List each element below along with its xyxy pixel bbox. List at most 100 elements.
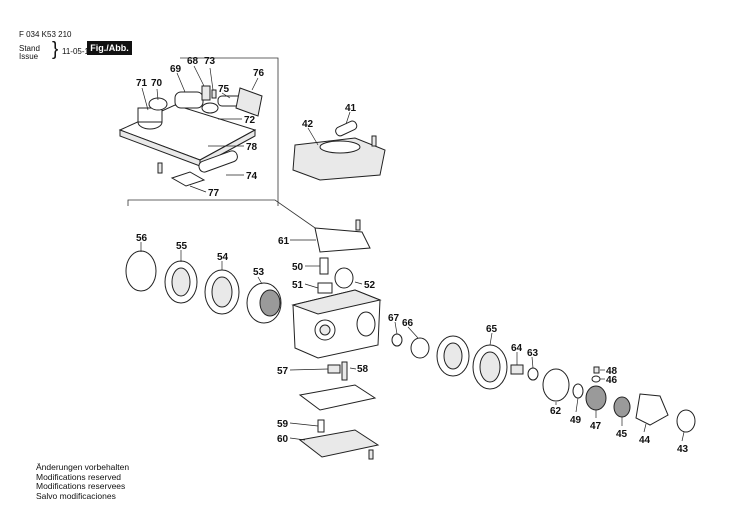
bracket-51 xyxy=(317,282,333,294)
pin-58 xyxy=(341,361,348,381)
disc-62 xyxy=(542,368,570,402)
housing-top-face xyxy=(291,289,382,315)
callout-77: 77 xyxy=(208,188,220,199)
issue-date: 11-05-19 xyxy=(62,47,94,56)
small-screw xyxy=(157,162,163,174)
callout-48: 48 xyxy=(606,366,618,377)
callout-64: 64 xyxy=(511,343,523,354)
ring-52 xyxy=(334,267,354,289)
holder-screw xyxy=(355,219,361,231)
pin-50 xyxy=(319,257,329,275)
note-english: Modifications reserved xyxy=(36,471,122,482)
cover-screw xyxy=(371,135,377,147)
callout-41: 41 xyxy=(345,103,357,114)
plate-58 xyxy=(298,384,377,411)
spring-46 xyxy=(591,375,601,383)
ring-56 xyxy=(125,250,157,292)
note-french: Modifications reservees xyxy=(36,481,126,492)
bracket-44 xyxy=(635,393,669,426)
callout-78: 78 xyxy=(246,142,258,153)
figure-badge: Fig./Abb. 4 xyxy=(87,41,132,67)
callout-55: 55 xyxy=(176,241,188,252)
callout-51: 51 xyxy=(292,280,304,291)
callout-52: 52 xyxy=(364,280,376,291)
callout-72: 72 xyxy=(244,115,256,126)
callout-47: 47 xyxy=(590,421,602,432)
callout-63: 63 xyxy=(527,348,539,359)
laser-module-72 xyxy=(201,102,219,114)
left-optics-group xyxy=(125,250,282,324)
callout-61: 61 xyxy=(278,236,290,247)
top-cover-recess xyxy=(319,140,361,154)
callout-58: 58 xyxy=(357,364,369,375)
callout-69: 69 xyxy=(170,64,182,75)
housing-side-port xyxy=(356,311,376,337)
screw-73 xyxy=(211,89,217,99)
callout-71: 71 xyxy=(136,78,148,89)
clip-77 xyxy=(170,171,206,187)
callout-49: 49 xyxy=(570,415,582,426)
ring-part-inner xyxy=(443,342,463,370)
callout-56: 56 xyxy=(136,233,148,244)
callout-68: 68 xyxy=(187,56,199,67)
callout-70: 70 xyxy=(151,78,163,89)
callout-62: 62 xyxy=(550,406,562,417)
callout-60: 60 xyxy=(277,434,289,445)
bubble-vial-41 xyxy=(335,120,358,137)
gear-ring-65-inner xyxy=(479,351,501,383)
lens-66 xyxy=(410,337,430,359)
leader-lines xyxy=(140,65,685,442)
top-cover-42 xyxy=(292,137,386,181)
callout-57: 57 xyxy=(277,366,289,377)
screw-48 xyxy=(593,366,600,374)
callout-59: 59 xyxy=(277,419,289,430)
footer-notes: Änderungen vorbehalten Modifications res… xyxy=(36,462,130,501)
callout-43: 43 xyxy=(677,444,689,455)
washer-67 xyxy=(391,333,403,347)
clip-57 xyxy=(327,364,341,374)
laser-module-71-body xyxy=(137,107,163,123)
callout-65: 65 xyxy=(486,324,498,335)
housing-port-inner xyxy=(319,324,331,336)
pin-59 xyxy=(317,419,325,433)
callout-44: 44 xyxy=(639,435,651,446)
inset-frame xyxy=(127,57,319,231)
note-spanish: Salvo modificaciones xyxy=(36,490,116,501)
laser-module-69 xyxy=(174,91,204,109)
stand-label: Stand xyxy=(19,44,40,53)
callout-66: 66 xyxy=(402,318,414,329)
callout-74: 74 xyxy=(246,171,258,182)
plate-screw xyxy=(368,449,374,460)
issue-label: Issue xyxy=(19,52,39,61)
clip-64 xyxy=(510,364,524,375)
callout-67: 67 xyxy=(388,313,400,324)
callout-42: 42 xyxy=(302,119,314,130)
washer-63 xyxy=(527,367,539,381)
laser-tube-74 xyxy=(198,150,238,173)
callout-75: 75 xyxy=(218,84,230,95)
brace-glyph: } xyxy=(52,39,59,60)
document-number: F 034 K53 210 xyxy=(19,30,72,39)
gear-45 xyxy=(613,396,631,418)
callout-46: 46 xyxy=(606,375,618,386)
laser-board-assembly xyxy=(118,85,263,187)
cap-43 xyxy=(676,409,696,433)
callout-54: 54 xyxy=(217,252,229,263)
lens-holder-53-core xyxy=(259,289,281,317)
note-german: Änderungen vorbehalten xyxy=(36,462,130,472)
pin-68 xyxy=(201,85,211,101)
mirror-plate-76 xyxy=(235,87,263,117)
washer-49 xyxy=(572,383,584,399)
main-housing-group xyxy=(291,120,386,460)
right-optics-group xyxy=(391,333,696,433)
bearing-47 xyxy=(585,385,607,411)
callout-76: 76 xyxy=(253,68,265,79)
plate-60 xyxy=(298,429,380,458)
ring-55-inner xyxy=(171,267,191,297)
board-holder-61 xyxy=(314,227,371,253)
callout-53: 53 xyxy=(253,267,265,278)
ring-54-inner xyxy=(211,276,233,308)
callout-45: 45 xyxy=(616,429,628,440)
